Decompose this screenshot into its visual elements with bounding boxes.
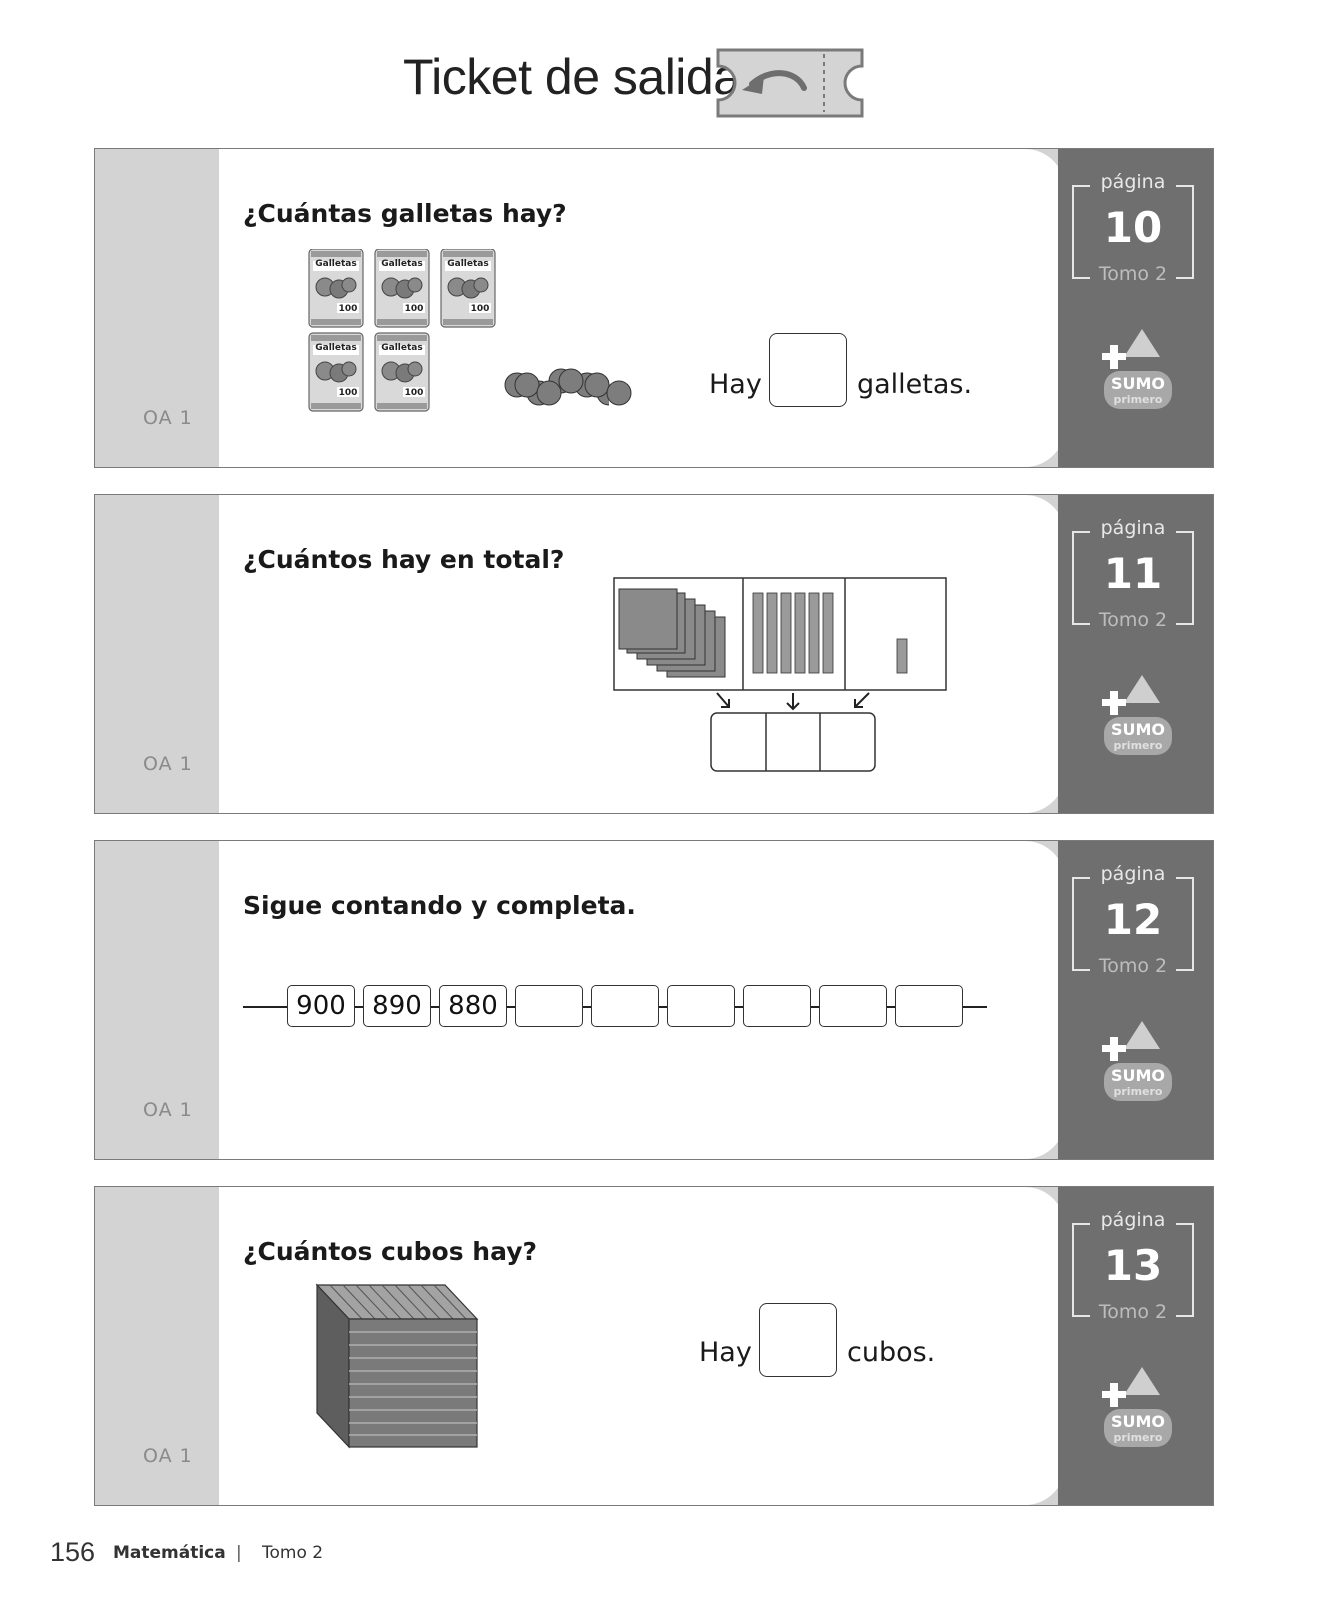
- question-text: ¿Cuántos cubos hay?: [243, 1237, 537, 1266]
- oa-label: OA 1: [143, 1445, 193, 1467]
- footer-volume: Tomo 2: [262, 1543, 324, 1563]
- answer-box[interactable]: [759, 1303, 837, 1377]
- pack-label: Galletas: [381, 343, 422, 353]
- sequence-blank[interactable]: [819, 985, 887, 1027]
- exercise-card-4: OA 1 ¿Cuántos cubos hay? Hay cu: [94, 1186, 1214, 1506]
- pack-count: 100: [471, 304, 490, 314]
- pack-count: 100: [405, 304, 424, 314]
- page-reference: página 12 Tomo 2: [1072, 863, 1194, 977]
- oa-label: OA 1: [143, 753, 193, 775]
- logo-text: SUMO: [1111, 374, 1165, 393]
- volume-label: Tomo 2: [1092, 955, 1174, 977]
- sumo-primero-logo: SUMO primero: [1102, 1021, 1172, 1101]
- logo-subtext: primero: [1114, 1085, 1163, 1098]
- logo-subtext: primero: [1114, 1431, 1163, 1444]
- page-label: página: [1094, 517, 1172, 539]
- exercise-body: Sigue contando y completa. 900 890 880: [219, 841, 1065, 1159]
- question-text: ¿Cuántas galletas hay?: [243, 199, 567, 228]
- question-text: Sigue contando y completa.: [243, 891, 636, 920]
- exercise-card-3: OA 1 Sigue contando y completa. 900 890 …: [94, 840, 1214, 1160]
- logo-text: SUMO: [1111, 720, 1165, 739]
- sequence-blank[interactable]: [515, 985, 583, 1027]
- sequence-blank[interactable]: [667, 985, 735, 1027]
- answer-prefix: Hay: [699, 1337, 752, 1368]
- thousand-cube-illustration: [315, 1283, 479, 1449]
- volume-label: Tomo 2: [1092, 1301, 1174, 1323]
- volume-label: Tomo 2: [1092, 263, 1174, 285]
- pack-count: 100: [339, 304, 358, 314]
- sumo-primero-logo: SUMO primero: [1102, 675, 1172, 755]
- page-reference-panel: página 13 Tomo 2 SUMO primero: [1058, 1187, 1213, 1505]
- page-reference: página 13 Tomo 2: [1072, 1209, 1194, 1323]
- answer-suffix: galletas.: [857, 369, 973, 400]
- sumo-primero-logo: SUMO primero: [1102, 329, 1172, 409]
- number-sequence: 900 890 880: [243, 981, 1003, 1031]
- base-ten-blocks-illustration: [613, 577, 947, 772]
- logo-subtext: primero: [1114, 393, 1163, 406]
- sequence-blank[interactable]: [895, 985, 963, 1027]
- ticket-icon: [716, 48, 864, 118]
- sequence-cell: 900: [287, 985, 355, 1027]
- answer-prefix: Hay: [709, 369, 762, 400]
- oa-label: OA 1: [143, 407, 193, 429]
- sequence-cell: 880: [439, 985, 507, 1027]
- page-title: Ticket de salida: [403, 49, 741, 105]
- oa-label: OA 1: [143, 1099, 193, 1121]
- exercise-body: ¿Cuántos cubos hay? Hay cubos.: [219, 1187, 1065, 1505]
- answer-suffix: cubos.: [847, 1337, 936, 1368]
- page-label: página: [1094, 863, 1172, 885]
- page-reference: página 11 Tomo 2: [1072, 517, 1194, 631]
- footer-separator: |: [236, 1543, 242, 1563]
- sequence-cell: 890: [363, 985, 431, 1027]
- pack-count: 100: [339, 388, 358, 398]
- exercise-card-2: OA 1 ¿Cuántos hay en total?: [94, 494, 1214, 814]
- question-text: ¿Cuántos hay en total?: [243, 545, 565, 574]
- answer-box[interactable]: [769, 333, 847, 407]
- pack-label: Galletas: [315, 259, 356, 269]
- footer-page-number: 156: [50, 1537, 96, 1567]
- exercise-body: ¿Cuántas galletas hay? Galletas: [219, 149, 1065, 467]
- page-number: 12: [1103, 895, 1163, 944]
- page-reference-panel: página 12 Tomo 2 SUMO primero: [1058, 841, 1213, 1159]
- page-number: 11: [1103, 549, 1163, 598]
- page-label: página: [1094, 1209, 1172, 1231]
- page-reference: página 10 Tomo 2: [1072, 171, 1194, 285]
- place-value-boxes[interactable]: [710, 712, 876, 772]
- pack-label: Galletas: [315, 343, 356, 353]
- pack-count: 100: [405, 388, 424, 398]
- exercise-body: ¿Cuántos hay en total?: [219, 495, 1065, 813]
- loose-cookies-illustration: [514, 368, 632, 406]
- logo-text: SUMO: [1111, 1066, 1165, 1085]
- sumo-primero-logo: SUMO primero: [1102, 1367, 1172, 1447]
- pack-label: Galletas: [381, 259, 422, 269]
- page-number: 10: [1103, 203, 1163, 252]
- exercise-card-1: OA 1 ¿Cuántas galletas hay?: [94, 148, 1214, 468]
- page-label: página: [1094, 171, 1172, 193]
- sequence-blank[interactable]: [743, 985, 811, 1027]
- volume-label: Tomo 2: [1092, 609, 1174, 631]
- logo-text: SUMO: [1111, 1412, 1165, 1431]
- page-reference-panel: página 10 Tomo 2 SUMO primero: [1058, 149, 1213, 467]
- page-reference-panel: página 11 Tomo 2 SUMO primero: [1058, 495, 1213, 813]
- logo-subtext: primero: [1114, 739, 1163, 752]
- page-number: 13: [1103, 1241, 1163, 1290]
- sequence-blank[interactable]: [591, 985, 659, 1027]
- pack-label: Galletas: [447, 259, 488, 269]
- footer-subject: Matemática: [113, 1543, 226, 1563]
